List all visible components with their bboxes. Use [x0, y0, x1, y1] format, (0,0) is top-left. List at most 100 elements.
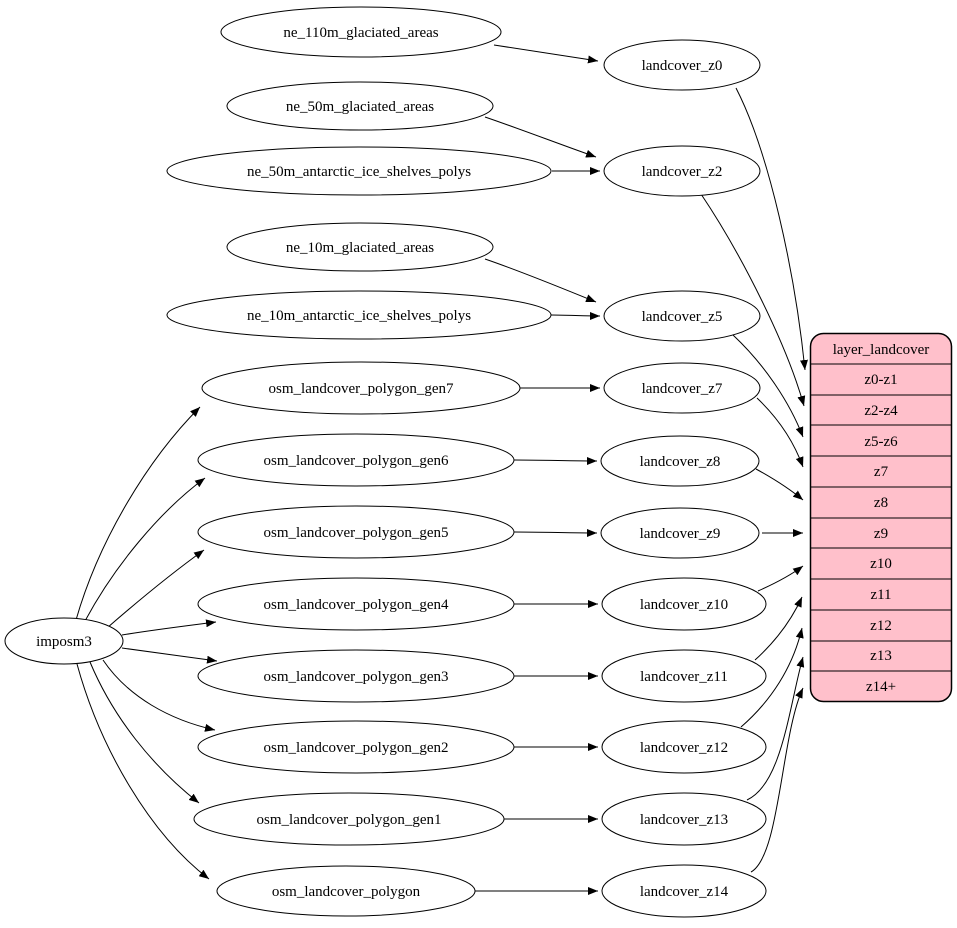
node-osm-landcover-polygon-gen2: osm_landcover_polygon_gen2: [197, 720, 515, 774]
edge-ne10m-antarctic-z5: [550, 311, 601, 320]
node-ellipse-osm-landcover-polygon-gen6: [197, 433, 515, 487]
node-ne-50m-antarctic-ice-shelves-polys: ne_50m_antarctic_ice_shelves_polys: [166, 146, 552, 196]
node-label-ne-50m-antarctic-ice-shelves-polys: ne_50m_antarctic_ice_shelves_polys: [247, 164, 471, 180]
node-ellipse-osm-landcover-polygon: [216, 865, 476, 917]
table-row-label-z11: z11: [870, 587, 891, 603]
node-ellipse-osm-landcover-polygon-gen2: [197, 720, 515, 774]
node-label-landcover-z11: landcover_z11: [640, 669, 728, 685]
node-label-landcover-z7: landcover_z7: [642, 381, 723, 397]
node-osm-landcover-polygon-gen4: osm_landcover_polygon_gen4: [197, 577, 515, 631]
node-ne-50m-glaciated-areas: ne_50m_glaciated_areas: [226, 81, 494, 131]
node-label-landcover-z2: landcover_z2: [642, 164, 723, 180]
node-label-landcover-z14: landcover_z14: [640, 884, 729, 900]
table-title: layer_landcover: [833, 342, 930, 358]
edge-z14-row-z14plus: [750, 687, 804, 873]
node-label-landcover-z12: landcover_z12: [640, 740, 728, 756]
node-landcover-z8: landcover_z8: [600, 435, 760, 487]
node-ellipse-landcover-z8: [600, 435, 760, 487]
edge-gen6-z8: [513, 456, 598, 465]
node-label-osm-landcover-polygon-gen4: osm_landcover_polygon_gen4: [264, 597, 449, 613]
node-ellipse-ne-50m-glaciated-areas: [226, 81, 494, 131]
node-ellipse-landcover-z5: [603, 290, 761, 342]
node-ellipse-landcover-z2: [603, 145, 761, 197]
table-row-label-z0-z1: z0-z1: [864, 372, 897, 388]
edge-z8-row-z8: [755, 468, 804, 501]
edge-z0-row-z0-z1: [735, 87, 808, 371]
node-ne-110m-glaciated-areas: ne_110m_glaciated_areas: [220, 6, 502, 58]
node-label-osm-landcover-polygon-gen3: osm_landcover_polygon_gen3: [264, 669, 449, 685]
node-label-ne-10m-antarctic-ice-shelves-polys: ne_10m_antarctic_ice_shelves_polys: [247, 308, 471, 324]
node-ellipse-landcover-z14: [601, 864, 767, 918]
node-ellipse-landcover-z9: [600, 507, 760, 559]
node-ellipse-ne-50m-antarctic-ice-shelves-polys: [166, 146, 552, 196]
node-ellipse-osm-landcover-polygon-gen5: [197, 505, 515, 559]
node-label-ne-50m-glaciated-areas: ne_50m_glaciated_areas: [286, 99, 434, 115]
node-label-osm-landcover-polygon-gen2: osm_landcover_polygon_gen2: [264, 740, 449, 756]
edge-imposm3-gen5: [106, 549, 205, 629]
node-ellipse-landcover-z0: [603, 39, 761, 91]
node-landcover-z0: landcover_z0: [603, 39, 761, 91]
node-ellipse-landcover-z7: [603, 362, 761, 414]
node-ellipse-imposm3: [4, 617, 124, 665]
edge-z7-row-z7: [756, 397, 804, 468]
node-ellipse-landcover-z12: [601, 720, 767, 774]
node-label-osm-landcover-polygon-gen7: osm_landcover_polygon_gen7: [269, 381, 454, 397]
edge-ne10m-glaciated-z5: [484, 258, 597, 303]
edge-imposm3-gen7: [75, 406, 201, 621]
node-ne-10m-antarctic-ice-shelves-polys: ne_10m_antarctic_ice_shelves_polys: [166, 290, 552, 340]
node-label-osm-landcover-polygon-gen1: osm_landcover_polygon_gen1: [257, 812, 442, 828]
node-label-landcover-z10: landcover_z10: [640, 597, 728, 613]
node-label-osm-landcover-polygon-gen6: osm_landcover_polygon_gen6: [264, 453, 449, 469]
node-landcover-z7: landcover_z7: [603, 362, 761, 414]
node-landcover-z13: landcover_z13: [601, 792, 767, 846]
node-ellipse-osm-landcover-polygon-gen7: [201, 361, 521, 415]
table-row-label-z10: z10: [870, 556, 892, 572]
node-landcover-z11: landcover_z11: [601, 649, 767, 703]
node-imposm3: imposm3: [4, 617, 124, 665]
table-row-label-z9: z9: [874, 526, 888, 542]
node-landcover-z10: landcover_z10: [601, 577, 767, 631]
node-landcover-z2: landcover_z2: [603, 145, 761, 197]
node-label-ne-110m-glaciated-areas: ne_110m_glaciated_areas: [283, 25, 438, 41]
node-label-landcover-z8: landcover_z8: [640, 454, 721, 470]
node-landcover-z12: landcover_z12: [601, 720, 767, 774]
node-ellipse-landcover-z11: [601, 649, 767, 703]
node-osm-landcover-polygon-gen6: osm_landcover_polygon_gen6: [197, 433, 515, 487]
node-label-landcover-z0: landcover_z0: [642, 58, 723, 74]
edge-z2-row-z2-z4: [700, 193, 806, 407]
node-osm-landcover-polygon-gen5: osm_landcover_polygon_gen5: [197, 505, 515, 559]
edge-group-imposm3: [75, 406, 218, 880]
edge-group-sources: [474, 44, 601, 896]
table-row-label-z14plus: z14+: [866, 679, 896, 695]
node-osm-landcover-polygon-gen1: osm_landcover_polygon_gen1: [193, 792, 505, 846]
node-ellipse-ne-110m-glaciated-areas: [220, 6, 502, 58]
node-ellipse-osm-landcover-polygon-gen1: [193, 792, 505, 846]
node-label-landcover-z5: landcover_z5: [642, 309, 723, 325]
node-landcover-z14: landcover_z14: [601, 864, 767, 918]
node-ellipse-ne-10m-antarctic-ice-shelves-polys: [166, 290, 552, 340]
table-row-label-z13: z13: [870, 648, 892, 664]
table-row-label-z8: z8: [874, 495, 888, 511]
node-ellipse-osm-landcover-polygon-gen3: [197, 649, 515, 703]
node-label-landcover-z9: landcover_z9: [640, 526, 721, 542]
table-row-label-z2-z4: z2-z4: [864, 403, 898, 419]
edge-imposm3-gen4: [121, 619, 217, 636]
edge-ne110m-z0: [493, 44, 599, 64]
edge-imposm3-gen1: [89, 661, 200, 804]
edge-z10-row-z10: [757, 565, 804, 592]
node-osm-landcover-polygon-gen7: osm_landcover_polygon_gen7: [201, 361, 521, 415]
node-osm-landcover-polygon: osm_landcover_polygon: [216, 865, 476, 917]
node-label-ne-10m-glaciated-areas: ne_10m_glaciated_areas: [286, 240, 434, 256]
table-row-label-z7: z7: [874, 464, 889, 480]
edge-imposm3-gen6: [84, 477, 206, 622]
node-ellipse-osm-landcover-polygon-gen4: [197, 577, 515, 631]
node-label-landcover-z13: landcover_z13: [640, 812, 728, 828]
node-ellipse-landcover-z13: [601, 792, 767, 846]
edge-imposm3-polygon: [76, 663, 210, 880]
node-label-osm-landcover-polygon-gen5: osm_landcover_polygon_gen5: [264, 525, 449, 541]
node-landcover-z9: landcover_z9: [600, 507, 760, 559]
table-node-layer-landcover: layer_landcover z0-z1 z2-z4 z5-z6 z7 z8 …: [809, 332, 953, 703]
node-label-osm-landcover-polygon: osm_landcover_polygon: [272, 884, 421, 900]
